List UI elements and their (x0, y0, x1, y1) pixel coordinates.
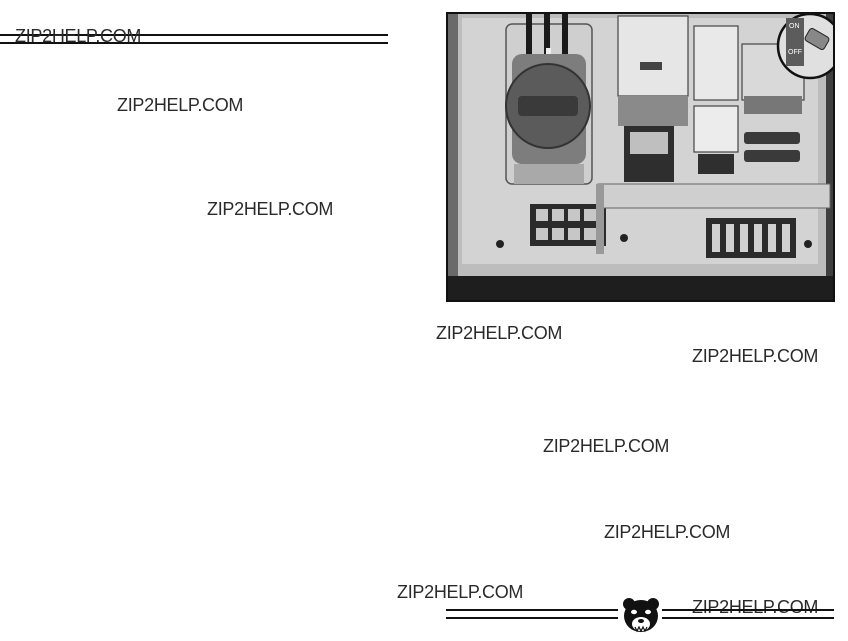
footer-rule-right-bottom (662, 617, 834, 619)
footer-rule-left-bottom (446, 617, 618, 619)
switch-off-label: OFF (788, 49, 802, 56)
watermark-header: ZIP2HELP.COM (15, 26, 142, 46)
watermark: ZIP2HELP.COM (692, 346, 819, 366)
watermark: ZIP2HELP.COM (604, 522, 731, 542)
watermark: ZIP2HELP.COM (436, 323, 563, 343)
bear-logo-icon (620, 596, 662, 636)
watermark: ZIP2HELP.COM (397, 582, 524, 602)
switch-on-label: ON (789, 23, 800, 30)
watermark: ZIP2HELP.COM (117, 95, 244, 115)
watermark: ZIP2HELP.COM (543, 436, 670, 456)
header-rule-bottom (0, 42, 388, 44)
watermark-footer: ZIP2HELP.COM (692, 597, 819, 617)
footer-rule-right-top (662, 609, 834, 611)
watermark: ZIP2HELP.COM (207, 199, 334, 219)
footer-rule-left-top (446, 609, 618, 611)
header-rule-top (0, 34, 388, 36)
electrical-panel-photo: ON OFF (446, 12, 835, 302)
